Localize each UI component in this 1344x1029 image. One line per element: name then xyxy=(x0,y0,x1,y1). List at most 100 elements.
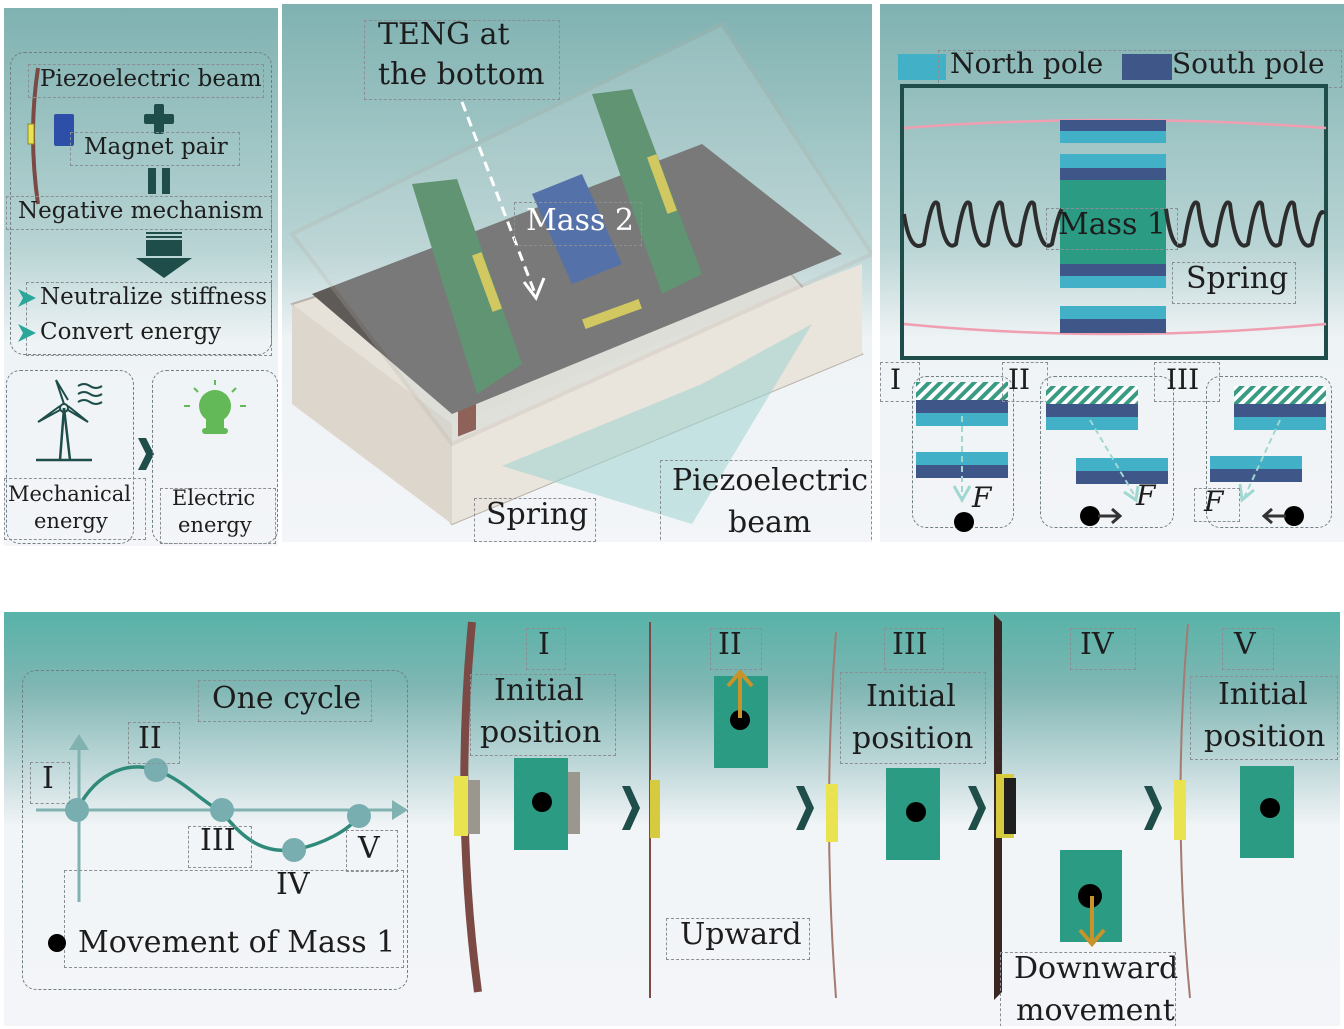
stage-ii-roman: II xyxy=(718,627,742,662)
piezo-label-box-b xyxy=(660,460,872,542)
bullets-box xyxy=(26,282,272,356)
stage-v-roman: V xyxy=(1234,627,1256,662)
device-housing xyxy=(288,21,872,526)
stage-iv-caption-line2: movement xyxy=(1016,993,1175,1026)
case-iii-box xyxy=(1206,376,1332,528)
point-i-label: I xyxy=(42,761,54,796)
light-bulb-icon xyxy=(184,380,246,434)
bullet-neutralize: Neutralize stiffness xyxy=(40,284,268,310)
mass1-label-box xyxy=(1046,208,1178,250)
chevron-right-icon xyxy=(138,438,154,470)
spring-icon xyxy=(1164,200,1326,248)
stage-i-caption-box xyxy=(470,674,616,756)
spring-label-c: Spring xyxy=(1186,261,1289,296)
cycle-point-v xyxy=(347,804,371,828)
electric-label-line1: Electric xyxy=(172,486,256,510)
stage-i-caption-line2: position xyxy=(480,715,602,750)
case-i-force: F xyxy=(972,481,992,514)
mechanical-energy-box xyxy=(6,370,134,544)
stage-iii-caption-box xyxy=(840,672,986,764)
point-iii-label: III xyxy=(200,823,236,858)
point-i-label-box xyxy=(30,762,70,804)
stage-ii-caption: Upward xyxy=(680,917,802,952)
panel-magnet-schematic: North pole South pole Mass 1 Spring I xyxy=(880,4,1344,542)
stage-iii-caption-line1: Initial xyxy=(866,679,956,714)
case-iii-force-box xyxy=(1194,488,1240,522)
legend-south-label: South pole xyxy=(1172,47,1325,80)
cycle-graph-box xyxy=(22,670,408,990)
point-ii-label-box xyxy=(128,722,180,764)
spring-label: Spring xyxy=(486,497,589,532)
case-iii-label: III xyxy=(1166,363,1200,396)
point-iii-label-box xyxy=(188,826,252,868)
movement-legend-label: Movement of Mass 1 xyxy=(78,925,396,960)
stage-v-caption-line2: position xyxy=(1204,719,1326,754)
legend-north-label: North pole xyxy=(950,47,1104,80)
stage-iv-drawing xyxy=(994,614,1122,1000)
spring-label-box xyxy=(474,498,596,542)
triangle-bullet-icon xyxy=(18,324,36,342)
bullet-convert: Convert energy xyxy=(40,319,222,345)
chevron-right-icon xyxy=(968,786,986,830)
point-ii-label: II xyxy=(138,721,162,756)
point-v-label-box xyxy=(346,830,398,872)
piezo-beam-label: Piezoelectric beam xyxy=(40,66,262,92)
chevron-right-icon xyxy=(622,786,640,830)
y-axis-arrow-icon xyxy=(69,734,89,750)
magnet-pair-label: Magnet pair xyxy=(84,134,228,160)
wind-turbine-icon xyxy=(36,379,103,462)
mechanical-label-line1: Mechanical xyxy=(8,482,131,506)
piezo-beam-graphic xyxy=(27,67,74,205)
spring-icon xyxy=(902,200,1064,248)
chevron-right-icon xyxy=(796,786,814,830)
stage-i-caption-line1: Initial xyxy=(494,673,584,708)
case-ii-label: II xyxy=(1008,363,1031,396)
legend-south-swatch xyxy=(1122,54,1172,80)
teng-label-line1: TENG at xyxy=(378,17,510,52)
spring-label-box-c xyxy=(1172,262,1296,304)
case-ii-force: F xyxy=(1136,479,1156,512)
mass2-label-box xyxy=(514,202,642,246)
plus-icon xyxy=(144,104,174,134)
negative-mechanism-box xyxy=(6,196,272,230)
stage-i-drawing xyxy=(454,621,580,993)
x-axis-arrow-icon xyxy=(392,800,408,820)
mechanical-label-line2: energy xyxy=(34,509,108,533)
equals-icon xyxy=(148,168,170,194)
point-iv-label: IV xyxy=(276,867,310,902)
mass1-label: Mass 1 xyxy=(1058,207,1167,242)
schematic-drawing xyxy=(902,118,1327,336)
stage-iii-roman-box xyxy=(884,628,944,670)
teng-label-line2: the bottom xyxy=(378,57,545,92)
case-iii-force: F xyxy=(1204,485,1224,518)
electric-label-line2: energy xyxy=(178,513,252,537)
point-v-label: V xyxy=(358,831,380,866)
schematic-frame xyxy=(900,84,1328,360)
teng-label-box xyxy=(364,20,560,100)
one-cycle-label-box xyxy=(198,680,372,722)
one-cycle-label: One cycle xyxy=(212,681,362,716)
case-ii-box xyxy=(1040,376,1174,528)
triangle-bullet-icon xyxy=(18,289,36,307)
magnet-pair-box xyxy=(70,132,240,166)
cycle-point-iii xyxy=(210,798,234,822)
piezo-label-line1: Piezoelectric xyxy=(672,463,869,498)
stage-iv-caption-box xyxy=(1000,952,1176,1026)
piezo-label-line2: beam xyxy=(728,505,812,540)
stage-v-caption-box xyxy=(1190,676,1338,760)
down-arrow-icon xyxy=(136,232,192,278)
chevron-right-icon xyxy=(1144,786,1162,830)
stage-iv-roman: IV xyxy=(1080,627,1114,662)
mechanical-label-box xyxy=(4,478,146,540)
cycle-point-i xyxy=(65,798,89,822)
panel-cycle: One cycle I II III IV V Movement of Mass… xyxy=(4,612,1340,1026)
piezo-label-box xyxy=(28,64,264,98)
case-iii-drawing xyxy=(1210,386,1326,526)
stage-v-drawing xyxy=(1174,623,1294,999)
mass2-label: Mass 2 xyxy=(526,203,635,238)
legend-dot-icon xyxy=(48,934,66,952)
cycle-point-ii xyxy=(144,758,168,782)
stage-v-roman-box xyxy=(1222,628,1274,670)
panel-device-render: TENG at the bottom Mass 2 Spring Piezoel… xyxy=(282,4,872,542)
stage-v-caption-line1: Initial xyxy=(1218,677,1308,712)
